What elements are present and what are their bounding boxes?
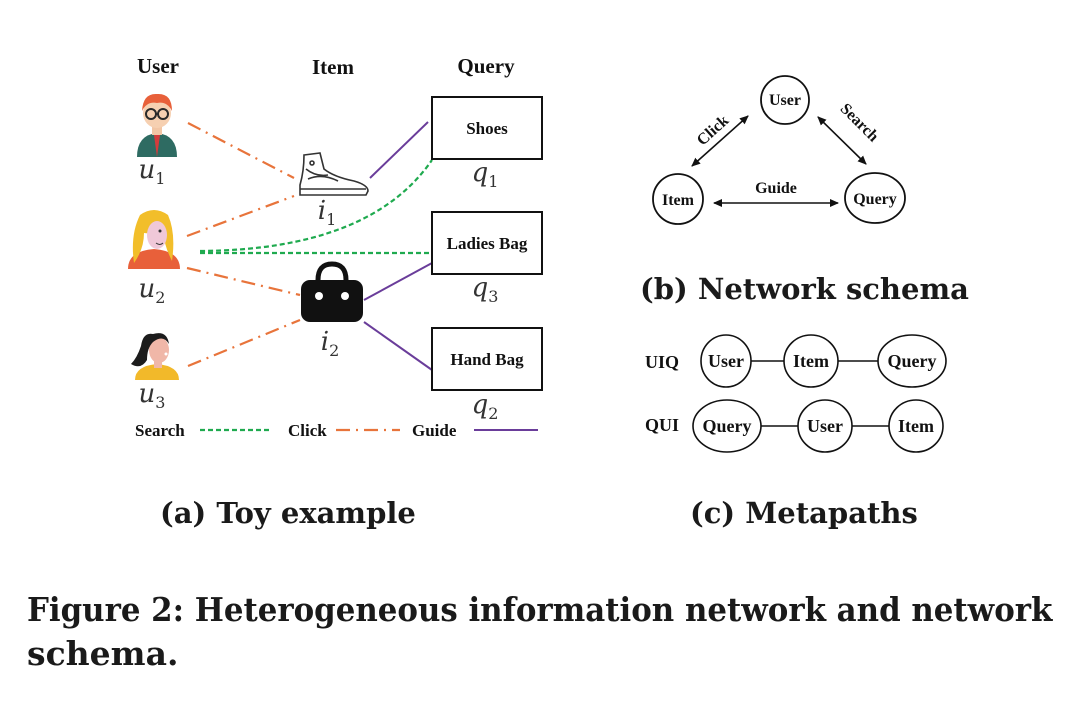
edge-click-u2-i2 [186,266,301,297]
query-q2-label: q2 [472,390,499,423]
user-u2-label: u2 [139,274,166,307]
svg-text:q3: q3 [472,273,499,306]
header-item: Item [312,55,354,79]
legend-search-label: Search [135,421,185,440]
svg-text:i2: i2 [321,327,340,360]
metapath-uiq: UIQ User Item Query [645,334,947,388]
svg-text:q1: q1 [472,158,499,191]
edge-click-u1-i1 [187,122,295,179]
user-u3-avatar [131,333,179,380]
edge-guide-i1-q1 [369,121,429,179]
edge-guide-i2-q2 [363,321,433,371]
schema-label-guide: Guide [755,180,797,197]
edge-click-u2-i1 [186,194,295,238]
edge-click-u3-i2 [187,318,301,368]
network-schema-panel: User Item Query Click Search Guide [652,75,906,225]
header-query: Query [457,54,515,78]
query-q1-box: Shoes [431,96,543,160]
query-q3-label: q3 [472,273,499,306]
click-edges [186,122,301,368]
svg-text:i1: i1 [318,196,337,229]
svg-text:Ladies Bag: Ladies Bag [447,234,528,253]
schema-edge-search [817,116,867,165]
edge-search-u2-q1 [199,159,433,253]
svg-text:User: User [807,416,843,436]
metapath-node: User [797,399,853,453]
svg-text:u1: u1 [139,155,166,188]
item-i1-label: i1 [318,196,337,229]
user-u3-label: u3 [139,379,166,412]
header-user: User [137,54,179,78]
figure-caption-line2: schema. [27,634,179,673]
item-i2-label: i2 [321,327,340,360]
schema-label-search: Search [837,100,882,145]
figure-caption-line1: Figure 2: Heterogeneous information netw… [27,590,1053,629]
subcaption-network-schema: (b) Network schema [640,272,969,306]
svg-text:Query: Query [888,351,937,371]
svg-text:Item: Item [793,351,829,371]
handbag-icon [301,261,363,322]
metapath-node: Item [783,334,839,388]
metapath-node: Item [888,399,944,453]
user-u1-avatar [137,93,177,157]
svg-text:q2: q2 [472,390,499,423]
svg-text:Hand Bag: Hand Bag [450,350,524,369]
svg-text:Shoes: Shoes [466,119,508,138]
schema-node-user: User [760,75,810,125]
subcaption-metapaths: (c) Metapaths [690,496,918,530]
svg-text:Item: Item [662,192,695,209]
query-q2-box: Hand Bag [431,327,543,391]
edge-guide-i2-q3 [363,262,433,301]
sneaker-icon [299,152,369,196]
metapath-node: Query [877,334,947,388]
query-q3-box: Ladies Bag [431,211,543,275]
metapath-name: UIQ [645,352,679,372]
schema-node-query: Query [844,172,906,224]
metapaths-panel: UIQ User Item Query QUI Query [645,334,947,453]
search-edges [199,159,433,255]
figure-caption: Figure 2: Heterogeneous information netw… [27,588,1067,676]
metapath-node: Query [692,399,762,453]
guide-edges [363,121,433,371]
schema-edge-click [691,115,749,167]
svg-text:u3: u3 [139,379,166,412]
legend-click-label: Click [288,421,327,440]
metapath-qui: QUI Query User Item [645,399,944,453]
svg-text:Item: Item [898,416,934,436]
schema-label-click: Click [694,112,733,149]
svg-text:User: User [769,92,801,109]
metapath-name: QUI [645,415,679,435]
toy-example-panel: User Item Query [128,54,543,440]
subcaption-toy-example: (a) Toy example [160,496,416,530]
svg-text:Query: Query [853,191,897,208]
schema-node-item: Item [652,173,704,225]
user-u2-avatar [128,210,180,269]
user-u1-label: u1 [139,155,166,188]
legend: Search Click Guide [135,421,538,440]
svg-text:User: User [708,351,744,371]
svg-text:u2: u2 [139,274,166,307]
svg-text:Query: Query [703,416,752,436]
metapath-node: User [700,334,752,388]
query-q1-label: q1 [472,158,499,191]
legend-guide-label: Guide [412,421,457,440]
